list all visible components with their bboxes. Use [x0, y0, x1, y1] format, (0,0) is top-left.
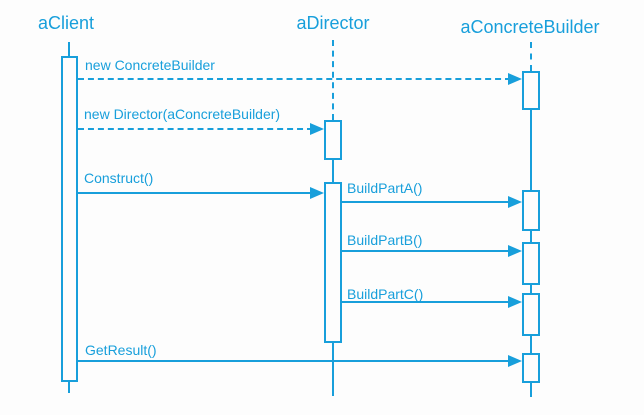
lifeline-abuilder-segment-1 [530, 110, 532, 190]
arrowhead-icon [310, 123, 324, 135]
arrow-line [78, 78, 511, 80]
arrowhead-icon [508, 73, 522, 85]
message-label-buildpartc: BuildPartC() [347, 286, 424, 302]
arrow-line [78, 192, 313, 194]
lifeline-label-adirector: aDirector [296, 13, 370, 33]
arrow-line [342, 301, 511, 303]
arrowhead-icon [508, 245, 522, 257]
message-label-getresult: GetResult() [85, 342, 157, 358]
activation-adirector-new [324, 120, 342, 160]
arrowhead-icon [508, 296, 522, 308]
lifeline-abuilder-segment-3 [530, 285, 532, 293]
lifeline-label-aconcretebuilder: aConcreteBuilder [460, 17, 600, 37]
message-label-buildpartb: BuildPartB() [347, 232, 423, 248]
message-label-new-concretebuilder: new ConcreteBuilder [85, 57, 215, 73]
lifeline-abuilder-tick-bottom [530, 383, 532, 397]
activation-abuilder-partc [522, 293, 540, 336]
arrowhead-icon [310, 187, 324, 199]
lifeline-adirector-dashed [332, 40, 334, 120]
lifeline-abuilder-dashed [530, 42, 532, 71]
message-label-construct: Construct() [84, 170, 154, 186]
arrowhead-icon [508, 196, 522, 208]
lifeline-aclient-tick-top [68, 42, 70, 56]
activation-abuilder-partb [522, 242, 540, 285]
lifeline-adirector-segment-2 [332, 343, 334, 396]
lifeline-aclient-tick-bottom [68, 382, 70, 393]
lifeline-label-aclient: aClient [37, 13, 95, 33]
arrow-line [78, 128, 313, 130]
arrow-line [78, 360, 511, 362]
activation-abuilder-getresult [522, 353, 540, 383]
arrow-line [342, 250, 511, 252]
activation-abuilder-parta [522, 190, 540, 231]
lifeline-abuilder-segment-2 [530, 231, 532, 242]
arrowhead-icon [508, 355, 522, 367]
activation-adirector-construct [324, 182, 342, 343]
lifeline-abuilder-segment-4 [530, 336, 532, 353]
activation-abuilder-new [522, 71, 540, 110]
message-label-new-director: new Director(aConcreteBuilder) [84, 106, 281, 122]
activation-aclient [61, 56, 78, 382]
lifeline-adirector-segment-1 [332, 160, 334, 182]
arrow-line [342, 201, 511, 203]
message-label-buildparta: BuildPartA() [347, 180, 423, 196]
